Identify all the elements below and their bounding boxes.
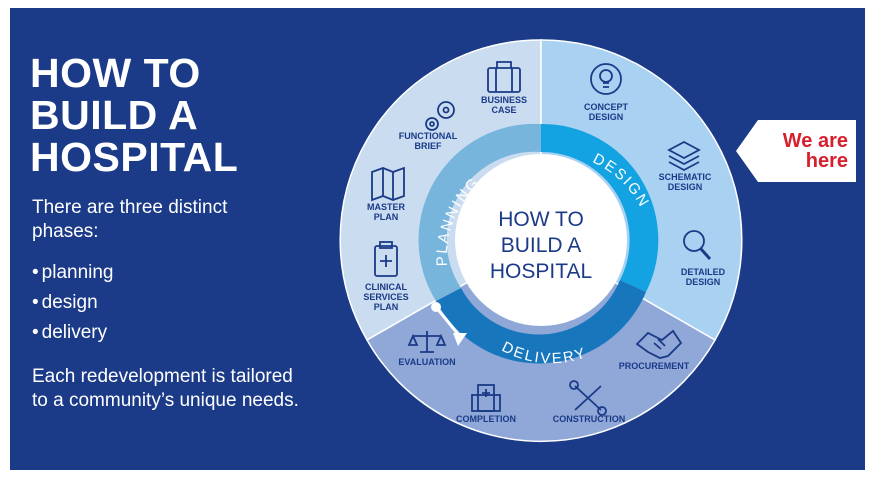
gears-icon xyxy=(425,101,455,131)
delivery-ring xyxy=(436,280,646,364)
hospital-building-icon xyxy=(471,384,501,412)
callout-text: We are here xyxy=(758,131,848,171)
callout-line: We are xyxy=(782,130,848,152)
design-ring xyxy=(541,123,659,292)
step-label-procurement: PROCUREMENT xyxy=(619,361,690,371)
tools-icon xyxy=(569,380,607,416)
phase-list: planning design delivery xyxy=(32,258,114,348)
center-title-line: BUILD A xyxy=(501,234,582,257)
center-disc xyxy=(455,154,627,326)
planning-ring xyxy=(418,123,541,301)
magnifier-icon xyxy=(683,230,712,261)
intro-text: There are three distinct phases: xyxy=(32,197,228,242)
lightbulb-icon xyxy=(590,63,622,95)
main-title-line: HOSPITAL xyxy=(30,134,239,180)
clipboard-icon xyxy=(374,241,398,277)
center-title: HOW TO BUILD A HOSPITAL xyxy=(490,208,592,283)
callout-line: here xyxy=(805,150,848,172)
center-title-line: HOSPITAL xyxy=(490,260,592,283)
phase-item: design xyxy=(32,288,114,318)
center-title-line: HOW TO xyxy=(498,208,584,231)
briefcase-icon xyxy=(487,61,521,93)
main-title-line: HOW TO xyxy=(30,50,201,96)
phase-item: planning xyxy=(32,258,114,288)
phase-item: delivery xyxy=(32,318,114,348)
step-label-construction: CONSTRUCTION xyxy=(553,414,626,424)
layers-icon xyxy=(667,140,701,172)
scales-icon xyxy=(407,331,447,353)
arrow-head-icon xyxy=(453,333,467,346)
step-label-completion: COMPLETION xyxy=(456,414,516,424)
note-text: Each redevelopment is tailored to a comm… xyxy=(32,366,299,411)
callout-flag xyxy=(736,120,856,182)
map-icon xyxy=(371,166,405,202)
start-dot xyxy=(431,302,441,312)
main-title: HOW TO BUILD A HOSPITAL xyxy=(30,52,238,178)
handshake-icon xyxy=(635,329,683,359)
main-title-line: BUILD A xyxy=(30,92,199,138)
step-label-evaluation: EVALUATION xyxy=(398,357,455,367)
